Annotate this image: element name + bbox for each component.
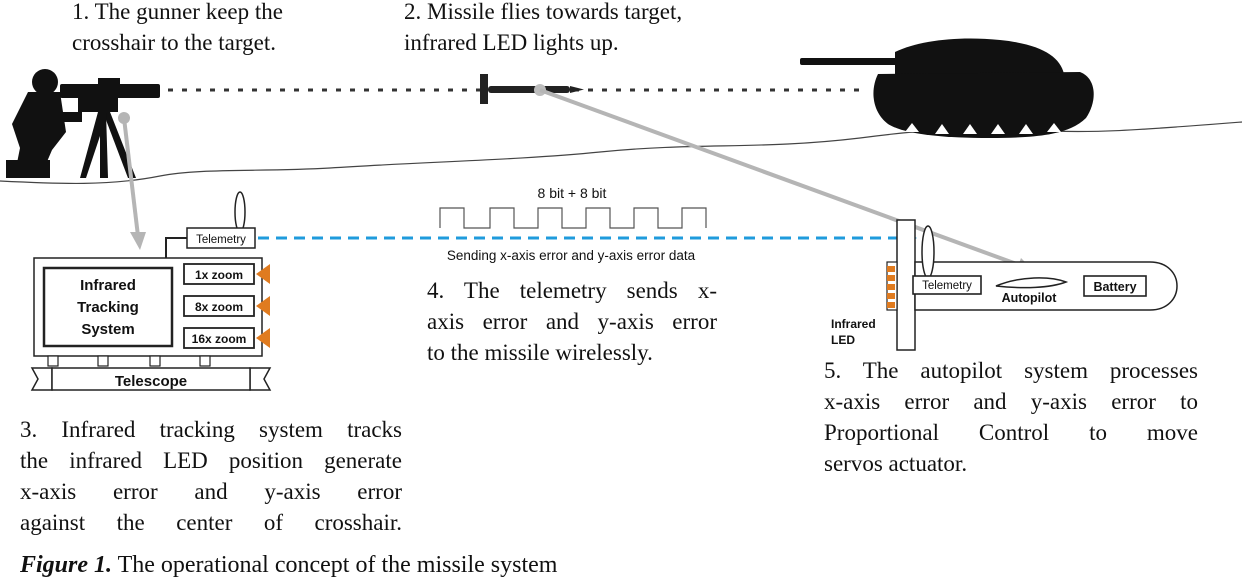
bit-signal-wave bbox=[439, 207, 707, 229]
tank-wheels bbox=[905, 123, 1061, 134]
step2-line1: 2. Missile flies towards target, bbox=[404, 0, 683, 24]
step1-line1: 1. The gunner keep the bbox=[72, 0, 283, 24]
step3-line1: 3. Infrared tracking system tracks bbox=[20, 417, 402, 442]
lens-1x-icon bbox=[256, 264, 270, 284]
step3-line2: the infrared LED position generate bbox=[20, 448, 402, 473]
zoom-8x-label: 8x zoom bbox=[195, 300, 243, 314]
step4-line3: to the missile wirelessly. bbox=[427, 340, 653, 365]
missile-diagram bbox=[886, 219, 1178, 351]
step5-caption: 5. The autopilot system processes x-axis… bbox=[824, 355, 1198, 479]
step1-caption: 1. The gunner keep the crosshair to the … bbox=[72, 0, 372, 58]
step2-caption: 2. Missile flies towards target, infrare… bbox=[404, 0, 764, 58]
step2-line2: infrared LED lights up. bbox=[404, 30, 619, 55]
tracking-system-label-3: System bbox=[81, 321, 134, 338]
step5-line3: Proportional Control to move bbox=[824, 420, 1198, 445]
soldier-to-tracker-arrowhead bbox=[130, 232, 146, 250]
step5-line4: servos actuator. bbox=[824, 451, 968, 476]
step3-caption: 3. Infrared tracking system tracks the i… bbox=[20, 414, 402, 538]
battery-label: Battery bbox=[1093, 280, 1136, 294]
tracking-system-label-1: Infrared bbox=[80, 277, 136, 294]
missile-antenna-icon bbox=[921, 225, 935, 279]
lens-8x-icon bbox=[256, 296, 270, 316]
step3-line3: x-axis error and y-axis error bbox=[20, 479, 402, 504]
step5-line1: 5. The autopilot system processes bbox=[824, 358, 1198, 383]
soldier-to-tracker-arrow bbox=[122, 117, 140, 237]
zoom-1x-label: 1x zoom bbox=[195, 268, 243, 282]
telescope-label: Telescope bbox=[115, 373, 187, 390]
infrared-led-array-icon bbox=[887, 266, 895, 308]
ground-telemetry-label: Telemetry bbox=[196, 234, 246, 246]
ground-station bbox=[30, 191, 272, 391]
soldier-icon bbox=[6, 69, 160, 178]
infrared-led-label-2: LED bbox=[831, 333, 855, 347]
autopilot-wing-icon bbox=[995, 277, 1069, 289]
missile-to-autopilot-arrow bbox=[539, 88, 1023, 268]
ground-antenna-icon bbox=[234, 191, 246, 233]
step5-line2: x-axis error and y-axis error to bbox=[824, 389, 1198, 414]
tank-icon bbox=[800, 38, 1094, 138]
soldier-scope-marker bbox=[118, 112, 130, 124]
step4-caption: 4. The telemetry sends x- axis error and… bbox=[427, 275, 717, 365]
sending-label: Sending x-axis error and y-axis error da… bbox=[447, 248, 696, 263]
missile-icon bbox=[480, 74, 584, 104]
bits-label: 8 bit + 8 bit bbox=[538, 185, 607, 201]
zoom-16x-label: 16x zoom bbox=[192, 332, 247, 346]
step1-line2: crosshair to the target. bbox=[72, 30, 276, 55]
infrared-led-label-1: Infrared bbox=[831, 317, 876, 331]
autopilot-label: Autopilot bbox=[1002, 291, 1058, 305]
step4-line1: 4. The telemetry sends x- bbox=[427, 278, 717, 303]
step3-line4: against the center of crosshair. bbox=[20, 510, 402, 535]
lens-16x-icon bbox=[256, 328, 270, 348]
missile-telemetry-label: Telemetry bbox=[922, 280, 972, 292]
step4-line2: axis error and y-axis error bbox=[427, 309, 717, 334]
tracking-system-label-2: Tracking bbox=[77, 299, 139, 316]
